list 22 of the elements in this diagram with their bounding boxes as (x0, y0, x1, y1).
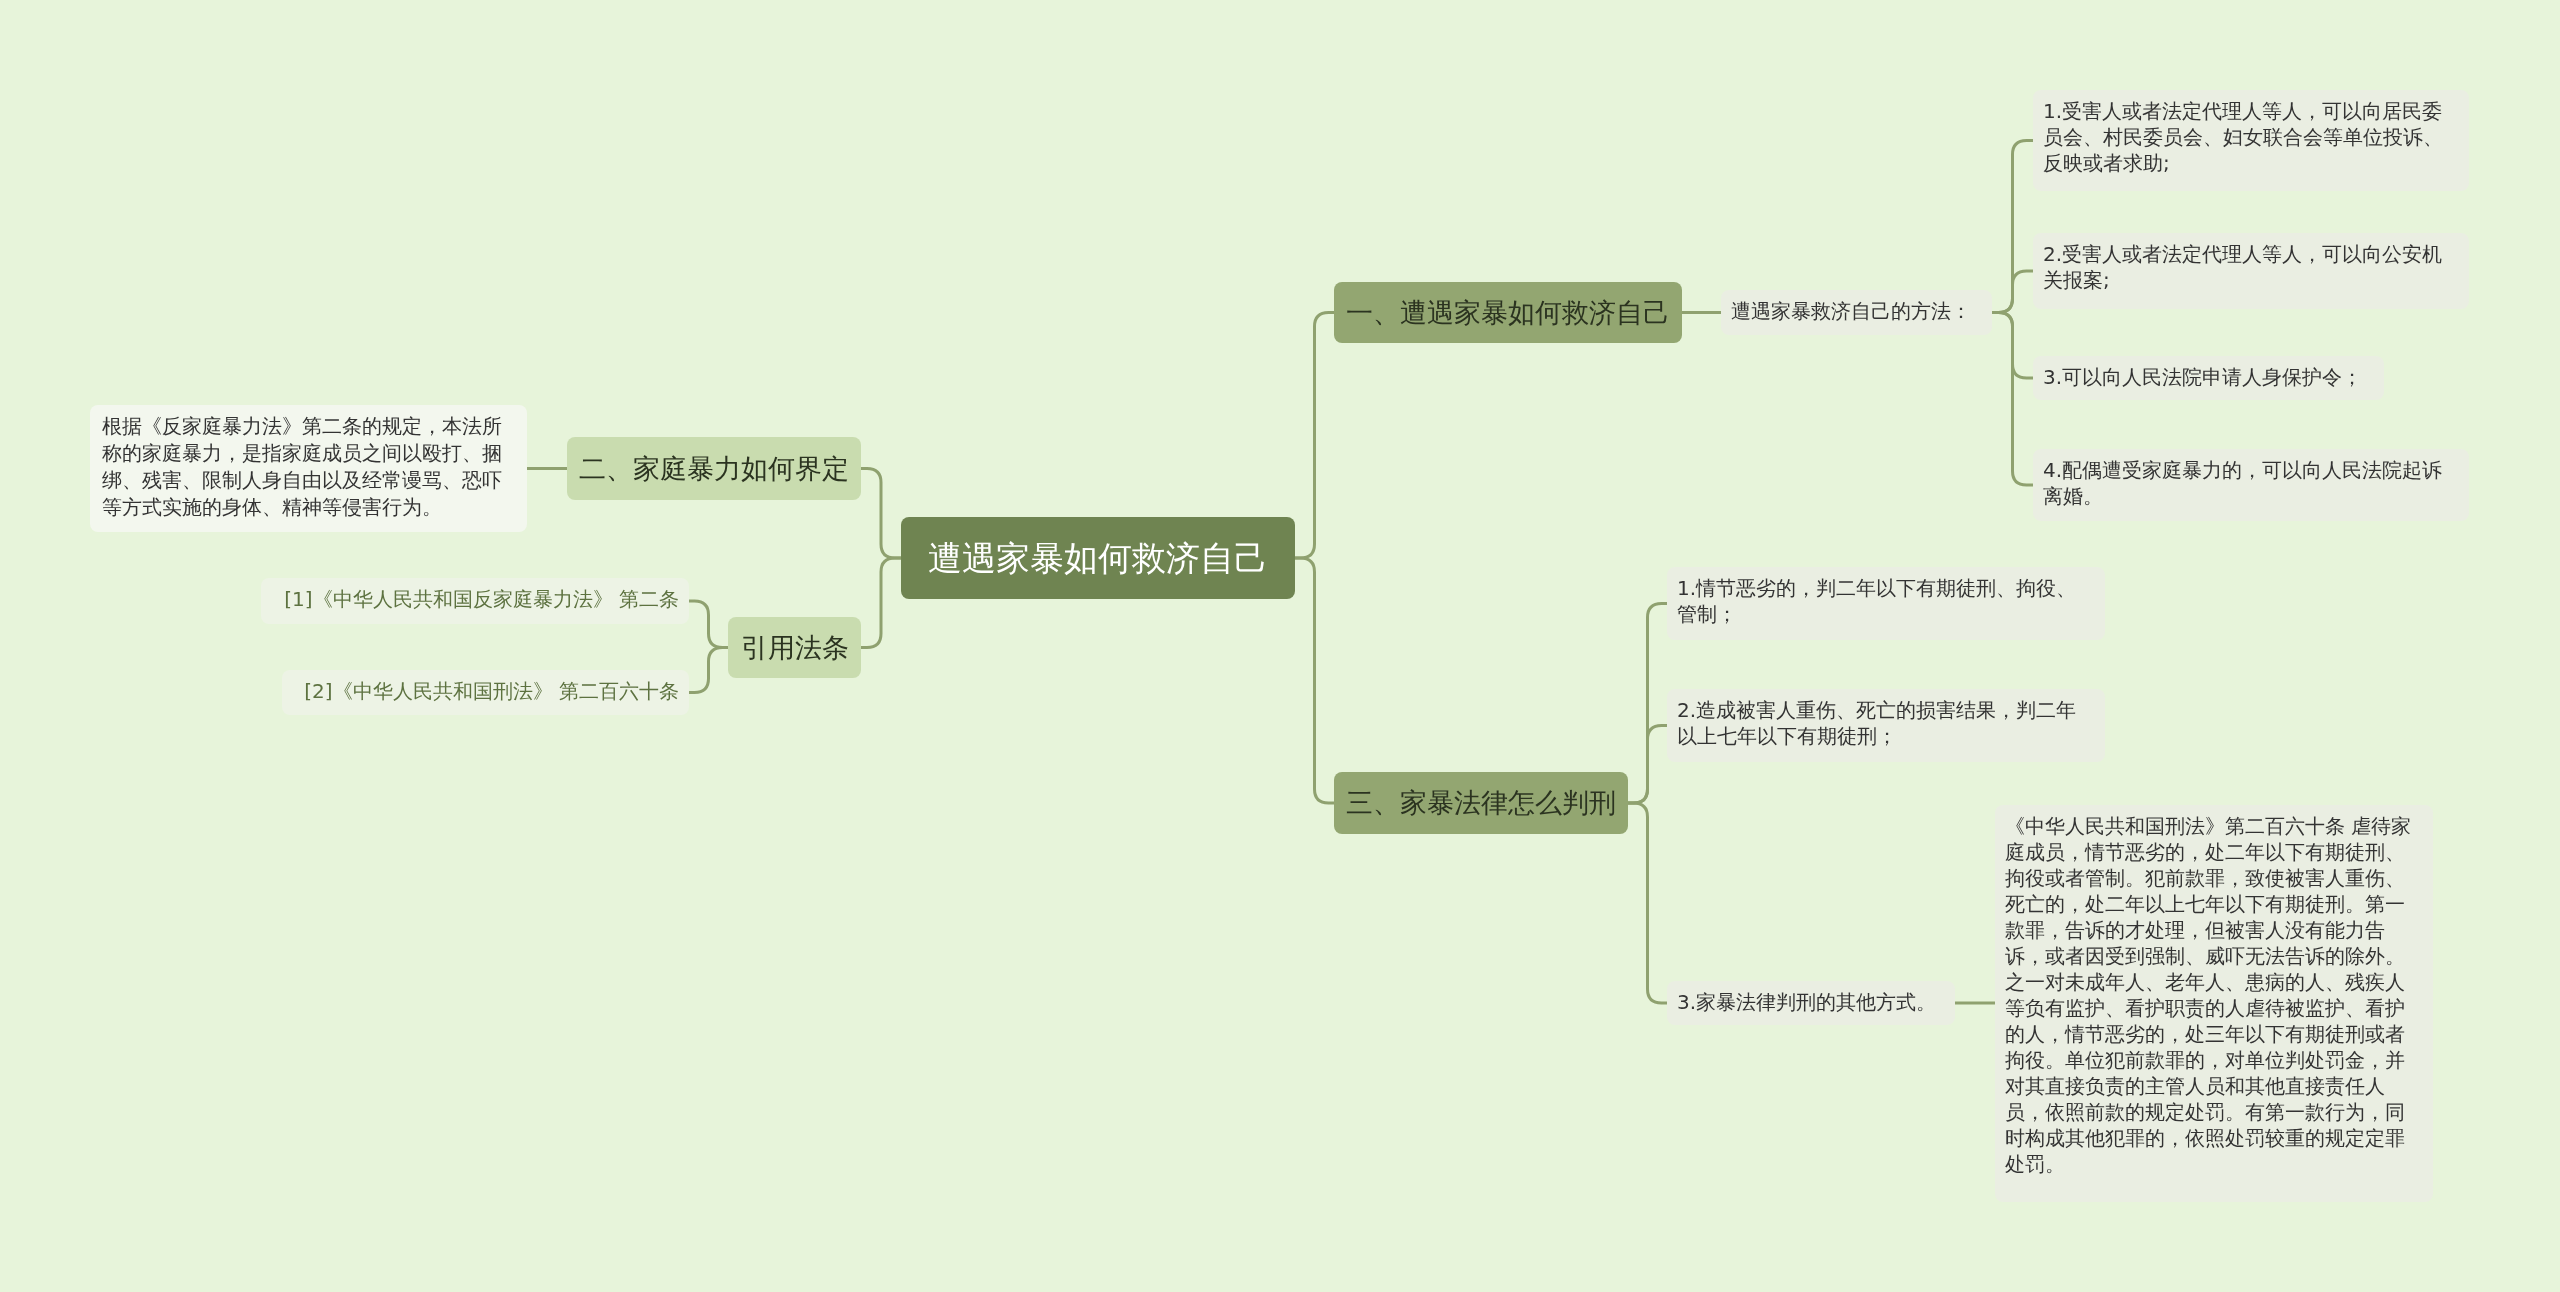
central-topic: 遭遇家暴如何救济自己 (901, 517, 1295, 599)
text-card: 1.受害人或者法定代理人等人，可以向居民委员会、村民委员会、妇女联合会等单位投诉、反映或者求助; (2033, 90, 2469, 191)
text-card: 3.可以向人民法院申请人身保护令； (2033, 356, 2384, 400)
branch-topic: 引用法条 (728, 617, 861, 678)
branch-topic: 三、家暴法律怎么判刑 (1334, 772, 1628, 834)
citation-card: [1]《中华人民共和国反家庭暴力法》 第二条 (261, 578, 689, 624)
branch-topic: 一、遭遇家暴如何救济自己 (1334, 282, 1682, 343)
text-card: 4.配偶遭受家庭暴力的，可以向人民法院起诉离婚。 (2033, 449, 2469, 521)
text-card: 1.情节恶劣的，判二年以下有期徒刑、拘役、管制； (1667, 567, 2105, 640)
connector-line (1992, 311, 2033, 487)
citation-card: [2]《中华人民共和国刑法》 第二百六十条 (282, 670, 689, 715)
text-card: 《中华人民共和国刑法》第二百六十条 虐待家庭成员，情节恶劣的，处二年以下有期徒刑、拘役或者管制。犯前款罪，致使被害人重伤、死亡的，处二年以上七年以下有期徒刑。第一款罪，告诉的才处理，但被害人没有能力告诉，或者因受到强制、威吓无法告诉的除外。之一对未成年人、老年人、患病的人、残疾人等负有监护、看护职责的人虐待被监护、看护的人，情节恶劣的，处三年以下有期徒刑或者拘役。单位犯前款罪的，对单位判处罚金，并对其直接负责的主管人员和其他直接责任人员，依照前款的规定处罚。有第一款行为，同时构成其他犯罪的，依照处罚较重的规定定罪处罚。 (1995, 805, 2433, 1202)
text-card: 2.造成被害人重伤、死亡的损害结果，判二年以上七年以下有期徒刑； (1667, 689, 2105, 762)
connector-line (1682, 311, 1721, 314)
text-card: 遭遇家暴救济自己的方法： (1721, 290, 1992, 335)
connector-line (689, 646, 728, 694)
text-card: 根据《反家庭暴力法》第二条的规定，本法所称的家庭暴力，是指家庭成员之间以殴打、捆绑、残害、限制人身自由以及经常谩骂、恐吓等方式实施的身体、精神等侵害行为。 (90, 405, 527, 532)
branch-topic: 二、家庭暴力如何界定 (567, 437, 861, 500)
connector-line (1955, 1001, 1995, 1005)
text-card: 2.受害人或者法定代理人等人，可以向公安机关报案; (2033, 233, 2469, 309)
connector-line (527, 467, 567, 470)
text-card: 3.家暴法律判刑的其他方式。 (1667, 981, 1955, 1025)
